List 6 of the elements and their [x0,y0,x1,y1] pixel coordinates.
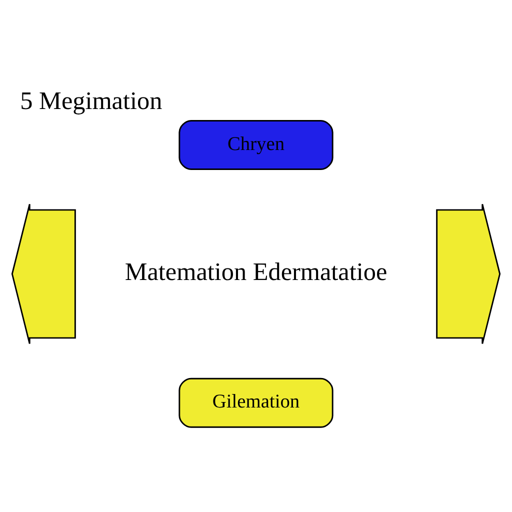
node-box: Chryen [178,120,334,170]
node-box: Gilemation [178,378,334,428]
node-arrow [436,203,501,344]
node-arrow [11,203,76,344]
label: Matemation Edermatatioe [124,259,388,286]
diagram-title: 5 Megimation [20,88,162,115]
